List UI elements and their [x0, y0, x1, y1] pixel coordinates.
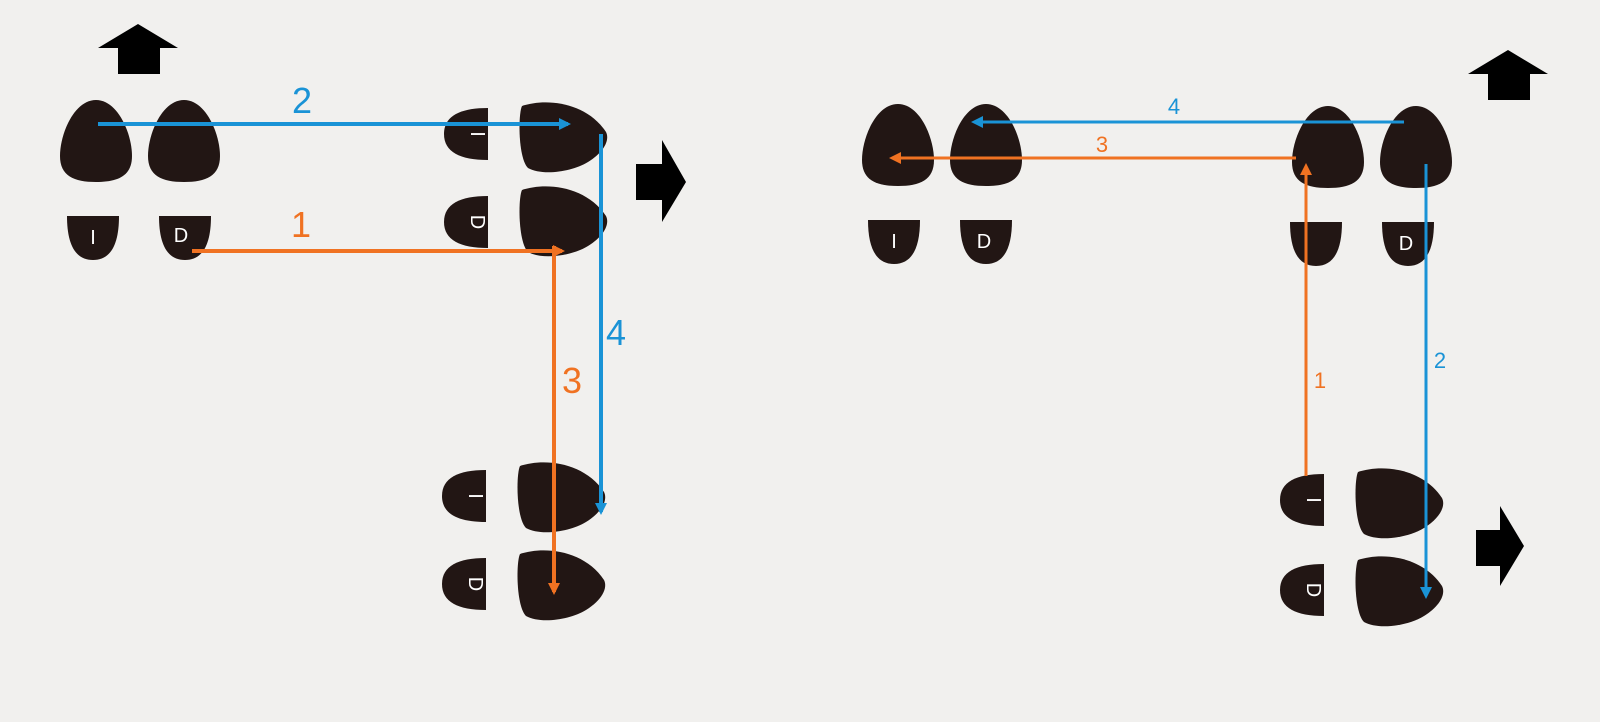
- left-shoe-sole-mid: [1292, 106, 1364, 188]
- step-2-label: 2: [1434, 348, 1446, 373]
- right-heel-begin-label: D: [1302, 583, 1324, 597]
- direction-up-arrow-icon: [1468, 50, 1548, 100]
- right-heel-mid-label: D: [1399, 233, 1413, 255]
- direction-right-arrow-icon: [636, 140, 686, 222]
- left-shoe-sole-end: [862, 104, 934, 186]
- left-shoe-sole-start: [60, 100, 132, 182]
- left-figure: I D I D I D 2 1 4 3: [60, 24, 686, 621]
- step-3-label: 3: [1096, 132, 1108, 157]
- right-shoe-sole-end: [950, 104, 1022, 186]
- left-heel-begin-label: I: [1302, 497, 1324, 503]
- right-heel-label: D: [174, 225, 188, 247]
- left-heel-label: I: [90, 227, 96, 249]
- right-shoe-sole-mid: [1380, 106, 1452, 188]
- right-shoe-sole-final: [517, 550, 606, 621]
- right-shoe-sole-start: [148, 100, 220, 182]
- right-heel-final-label: D: [464, 577, 486, 591]
- left-shoe-sole-turned: [519, 102, 608, 173]
- right-heel-turned-label: D: [466, 215, 488, 229]
- step-2-label: 2: [292, 80, 312, 121]
- left-heel-turned-label: I: [466, 131, 488, 137]
- step-4-label: 4: [1168, 94, 1180, 119]
- direction-up-arrow-icon: [98, 24, 178, 74]
- right-shoe-sole-turned: [519, 186, 608, 257]
- step-3-label: 3: [562, 360, 582, 401]
- left-shoe-sole-final: [517, 462, 606, 533]
- left-shoe-sole-begin: [1355, 468, 1444, 539]
- step-1-label: 1: [291, 204, 311, 245]
- right-figure: I D D I D 4 3 1 2: [862, 50, 1548, 627]
- direction-right-arrow-icon: [1476, 506, 1524, 586]
- step-1-label: 1: [1314, 368, 1326, 393]
- left-heel-mid: [1290, 222, 1342, 266]
- right-heel-end-label: D: [977, 231, 991, 253]
- step-4-label: 4: [606, 312, 626, 353]
- left-heel-end-label: I: [891, 231, 897, 253]
- right-shoe-sole-begin: [1355, 556, 1444, 627]
- left-heel-final-label: I: [464, 493, 486, 499]
